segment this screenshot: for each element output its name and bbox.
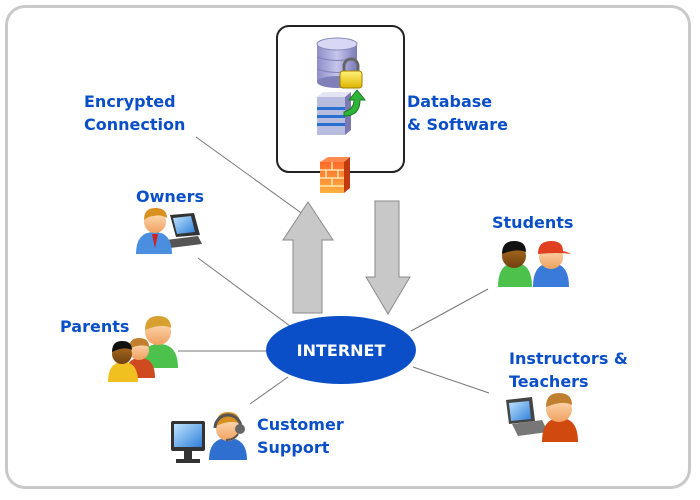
line-students (410, 288, 489, 332)
encrypted-connection-line2: Connection (84, 115, 186, 134)
parents-group-icon (108, 316, 178, 382)
students-group-icon (498, 241, 571, 287)
database-software-label: Database & Software (407, 90, 508, 136)
database-software-line2: & Software (407, 115, 508, 134)
database-software-line1: Database (407, 92, 493, 111)
students-label: Students (492, 213, 574, 232)
support-agent-icon (171, 412, 247, 463)
customer-support-line2: Support (257, 438, 330, 457)
software-update-icon (317, 89, 367, 135)
upload-arrow (282, 201, 334, 314)
instructors-line2: Teachers (509, 372, 589, 391)
customer-support-label: Customer Support (257, 413, 344, 459)
internet-label: INTERNET (297, 341, 386, 360)
line-encrypted-connection (195, 136, 319, 226)
line-instructors (412, 366, 490, 394)
connector-lines (178, 136, 490, 405)
instructor-laptop-icon (506, 393, 578, 442)
parents-label: Parents (60, 317, 130, 336)
encrypted-connection-line1: Encrypted (84, 92, 176, 111)
instructors-line1: Instructors & (509, 349, 628, 368)
internet-hub (266, 316, 416, 384)
owners-label: Owners (136, 187, 205, 206)
customer-support-line1: Customer (257, 415, 344, 434)
firewall-icon (320, 157, 350, 193)
diagram-frame (5, 5, 691, 489)
line-customer-support (249, 376, 289, 405)
line-owners (197, 257, 291, 327)
download-arrow (365, 200, 411, 315)
owner-laptop-icon (136, 208, 202, 254)
instructors-label: Instructors & Teachers (509, 347, 628, 393)
database-lock-icon (316, 37, 363, 89)
encrypted-connection-label: Encrypted Connection (84, 90, 185, 136)
